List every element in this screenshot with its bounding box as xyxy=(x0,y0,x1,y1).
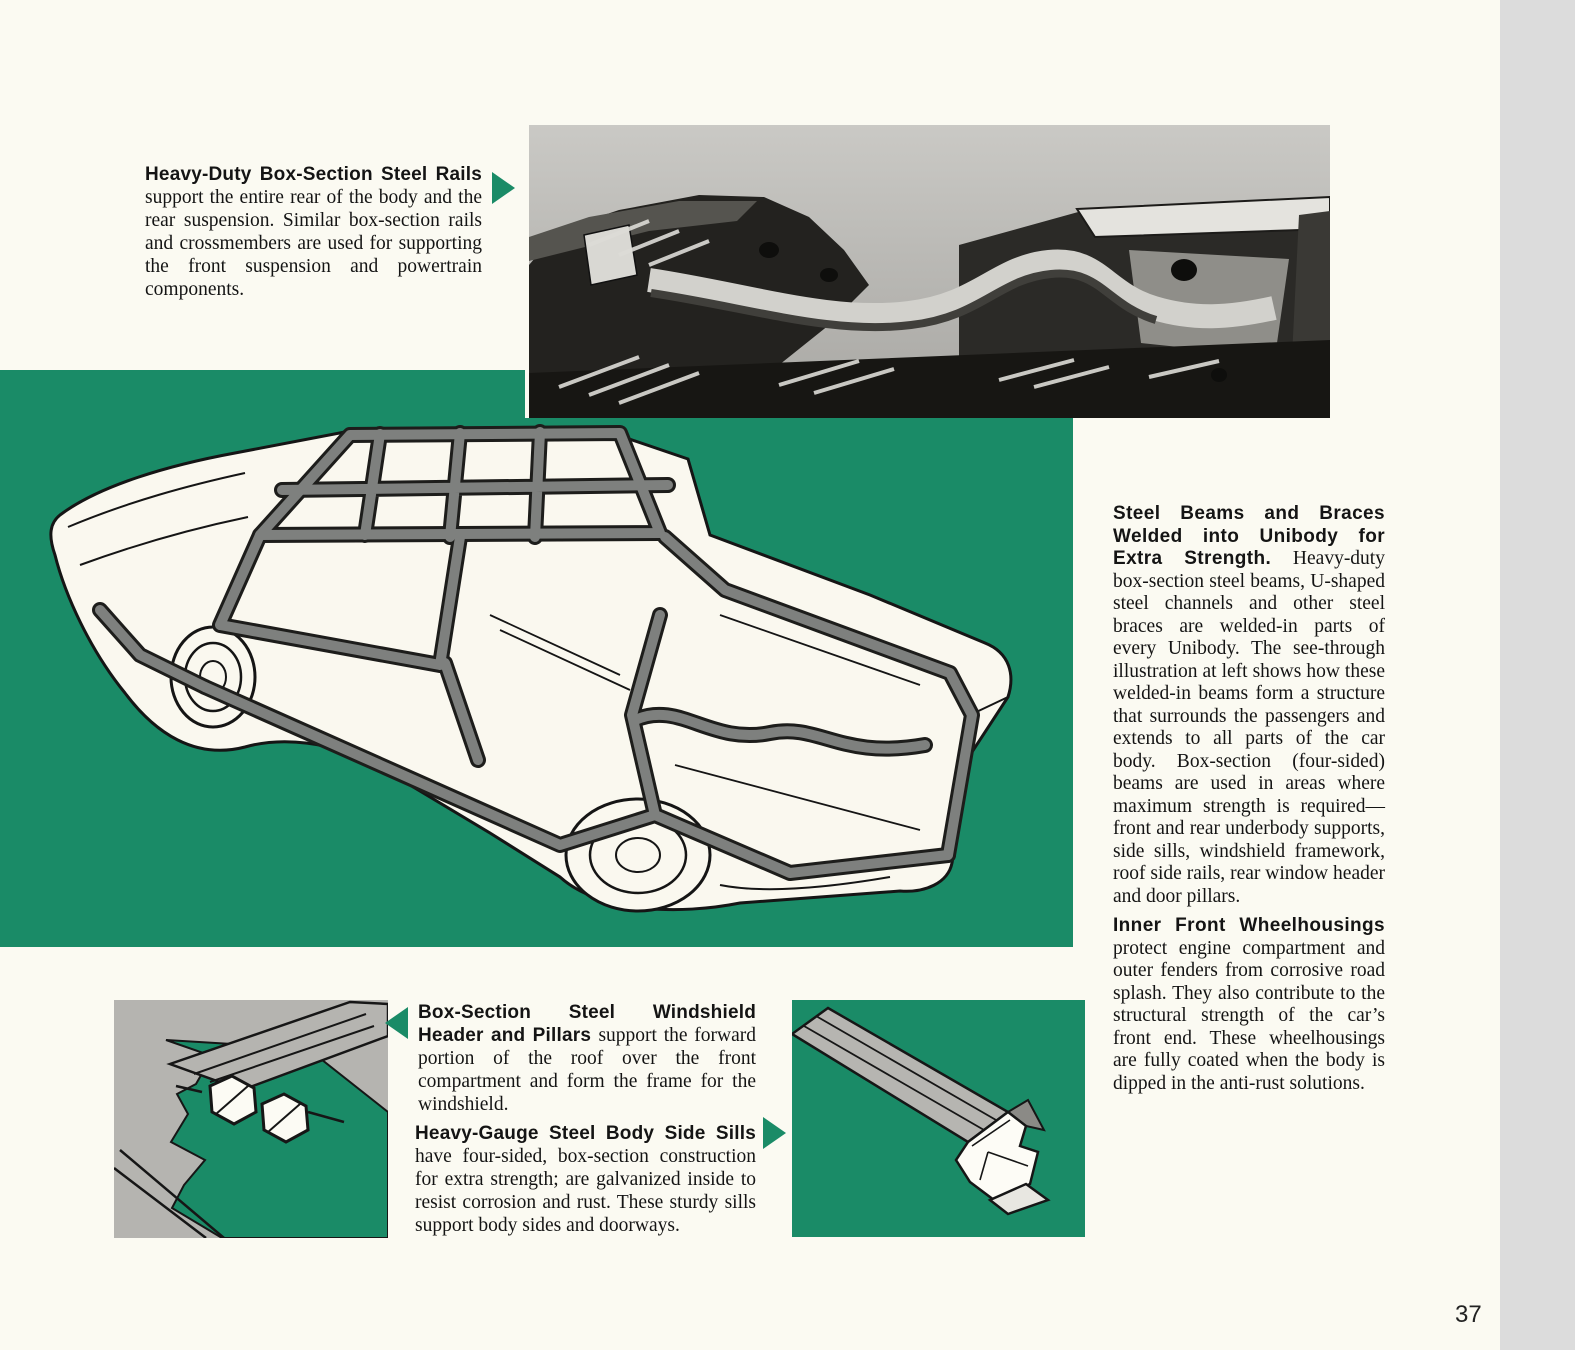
right-text-column: Steel Beams and Braces Welded into Unibo… xyxy=(1113,503,1385,1095)
page-number: 37 xyxy=(1455,1301,1482,1328)
arrow-left-icon xyxy=(385,1007,408,1039)
text-block-steel-rails: Heavy-Duty Box-Section Steel Railssuppor… xyxy=(145,163,482,301)
side-sill-illustration xyxy=(792,1000,1085,1237)
text-block-side-sills: Heavy-Gauge Steel Body Side Sillshave fo… xyxy=(415,1122,756,1237)
windshield-header-body: support the forward portion of the roof … xyxy=(418,1025,756,1115)
unibody-frame-illustration xyxy=(49,424,1013,913)
steel-rails-heading: Heavy-Duty Box-Section Steel Rails xyxy=(145,164,482,185)
side-sills-body: have four-sided, box-section constructio… xyxy=(415,1146,756,1236)
steel-beams-heading: Steel Beams and Braces Welded into Unibo… xyxy=(1113,503,1385,569)
wheelhousings-body: protect engine compartment and outer fen… xyxy=(1113,937,1385,1094)
green-panel xyxy=(0,370,1073,947)
steel-beams-body: Heavy-duty box-section steel beams, U-sh… xyxy=(1113,548,1385,907)
text-block-windshield-header: Box-Section Steel Windshield Header and … xyxy=(418,1001,756,1116)
arrow-right-icon xyxy=(492,172,515,204)
windshield-header-heading: Box-Section Steel Windshield Header and … xyxy=(418,1002,756,1046)
underbody-photo xyxy=(525,125,1330,418)
wheelhousings-heading: Inner Front Wheelhousings xyxy=(1113,915,1385,936)
side-sills-heading: Heavy-Gauge Steel Body Side Sills xyxy=(415,1123,756,1144)
windshield-header-cross-section-illustration xyxy=(114,1000,388,1238)
steel-rails-body: support the entire rear of the body and … xyxy=(145,187,482,300)
page-edge-strip xyxy=(1500,0,1575,1350)
arrow-right-icon xyxy=(763,1117,786,1149)
